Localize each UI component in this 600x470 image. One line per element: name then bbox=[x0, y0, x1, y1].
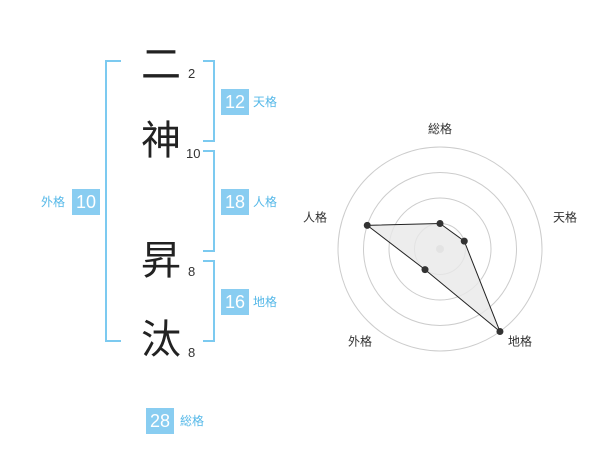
radar-grid-ring bbox=[388, 197, 492, 301]
stroke-count-1: 2 bbox=[188, 66, 196, 81]
radar-grid-ring bbox=[337, 146, 543, 352]
radar-point-2 bbox=[460, 237, 468, 245]
radar-axis-label-5: 人格 bbox=[303, 209, 327, 224]
soukaku-value-badge: 28 bbox=[146, 408, 175, 434]
radar-point-5 bbox=[363, 221, 371, 229]
radar-axis-label-3: 地格 bbox=[508, 334, 532, 349]
radar-point-1 bbox=[436, 220, 444, 227]
tenkaku-bracket bbox=[203, 60, 215, 142]
radar-point-4 bbox=[421, 266, 429, 274]
stroke-count-4: 8 bbox=[188, 345, 196, 360]
radar-grid-ring bbox=[363, 172, 517, 326]
chikaku-label: 地格 bbox=[253, 295, 278, 309]
jinkaku-bracket bbox=[203, 150, 215, 252]
name-char-1: 二 bbox=[141, 42, 181, 88]
jinkaku-value-badge: 18 bbox=[221, 189, 250, 215]
name-char-4: 汰 bbox=[141, 317, 181, 363]
radar-data-points bbox=[363, 220, 504, 336]
tenkaku-value-badge: 12 bbox=[221, 89, 250, 115]
gaikaku-bracket bbox=[105, 60, 121, 342]
radar-data-polygon bbox=[365, 222, 501, 332]
radar-axis-label-1: 総格 bbox=[428, 121, 452, 136]
gaikaku-value-badge: 10 bbox=[72, 189, 101, 215]
gaikaku-label: 外格 bbox=[41, 195, 66, 209]
chikaku-bracket bbox=[203, 260, 215, 342]
stroke-count-2: 10 bbox=[186, 146, 201, 161]
jinkaku-label: 人格 bbox=[253, 195, 278, 209]
name-char-3: 昇 bbox=[141, 238, 181, 284]
stroke-count-3: 8 bbox=[188, 264, 196, 279]
radar-point-3 bbox=[496, 328, 504, 336]
name-char-2: 神 bbox=[141, 118, 181, 164]
chikaku-value-badge: 16 bbox=[221, 289, 250, 315]
radar-axis-label-2: 天格 bbox=[553, 209, 577, 224]
radar-axis-label-4: 外格 bbox=[348, 334, 372, 349]
tenkaku-label: 天格 bbox=[253, 95, 278, 109]
soukaku-label: 総格 bbox=[180, 414, 205, 428]
